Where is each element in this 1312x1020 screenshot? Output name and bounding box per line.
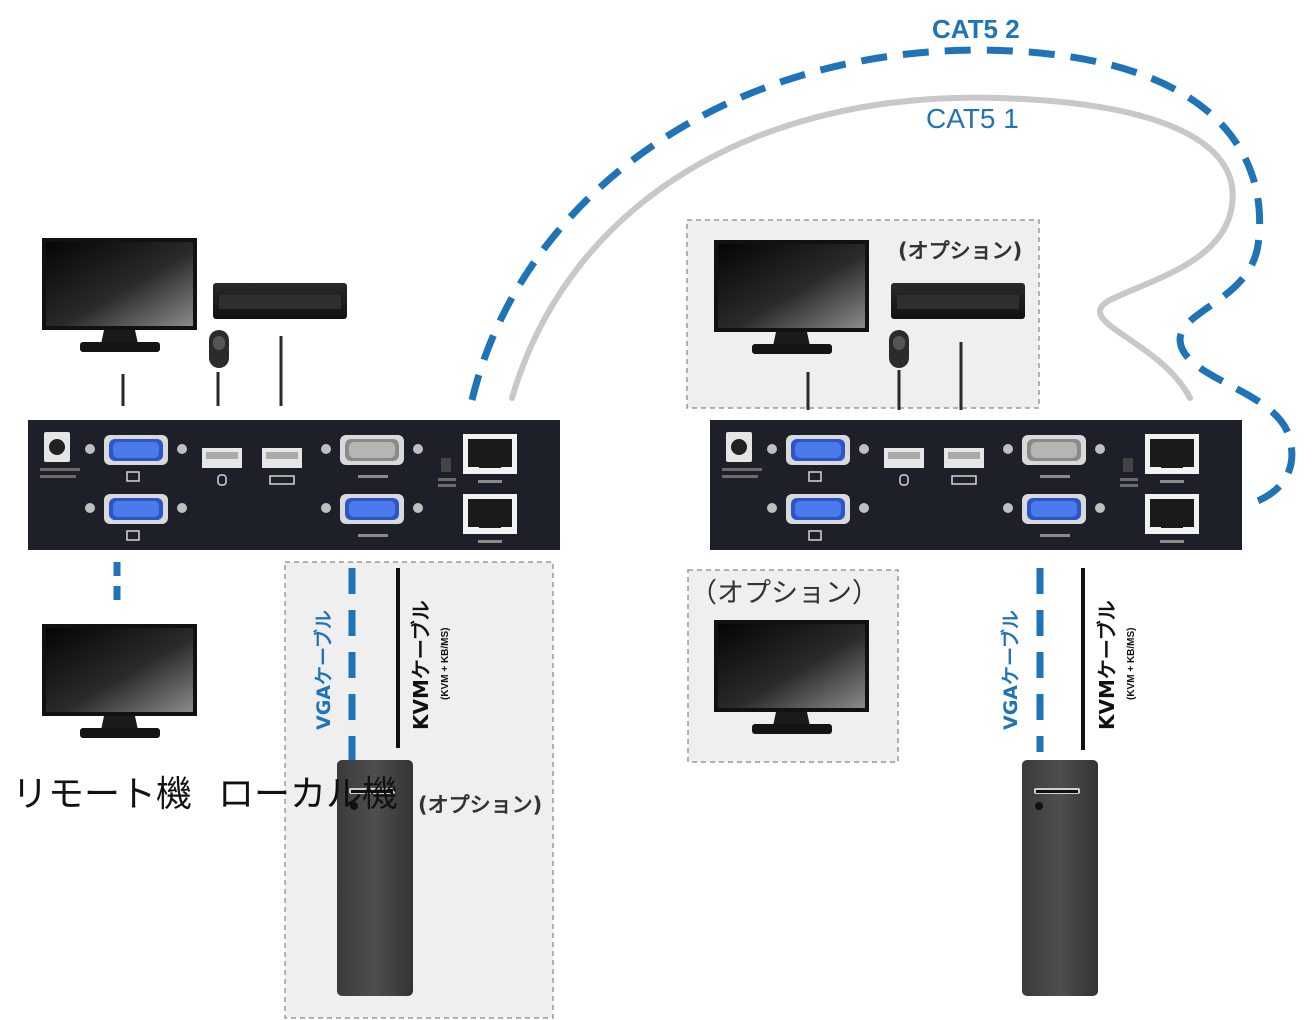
right-vga-cable-label: VGAケーブル bbox=[999, 610, 1022, 730]
left-monitor-top bbox=[42, 238, 197, 352]
local-role-label: ローカル機 bbox=[218, 774, 398, 815]
cat5-2-label: CAT5 2 bbox=[932, 14, 1020, 44]
left-kvm-cable-label: KVMケーブル bbox=[409, 600, 433, 730]
right-option-top-label: (オプション) bbox=[898, 239, 1022, 263]
remote-role-label: リモート機 bbox=[12, 774, 192, 815]
right-mouse bbox=[889, 330, 909, 368]
right-tower bbox=[1022, 760, 1098, 996]
left-remote-monitor bbox=[42, 624, 197, 738]
option-box-left-local bbox=[284, 561, 554, 1019]
right-kvm-cable-sublabel: (KVM + KB/MS) bbox=[1126, 628, 1137, 701]
left-extender-unit bbox=[28, 420, 560, 550]
cat5-1-cable bbox=[509, 94, 1236, 401]
left-keyboard bbox=[213, 283, 347, 319]
left-mouse bbox=[209, 330, 229, 368]
left-kvm-cable-sublabel: (KVM + KB/MS) bbox=[440, 628, 451, 701]
cat5-2-cable bbox=[468, 46, 1296, 509]
right-keyboard bbox=[891, 283, 1025, 319]
right-option-monitor-label: （オプション） bbox=[690, 578, 879, 609]
cat5-1-label: CAT5 1 bbox=[926, 103, 1019, 134]
right-kvm-cable-label: KVMケーブル bbox=[1095, 600, 1119, 730]
left-vga-cable-label: VGAケーブル bbox=[312, 610, 335, 730]
left-option-label: (オプション) bbox=[418, 793, 542, 817]
right-extender-unit bbox=[710, 420, 1242, 550]
